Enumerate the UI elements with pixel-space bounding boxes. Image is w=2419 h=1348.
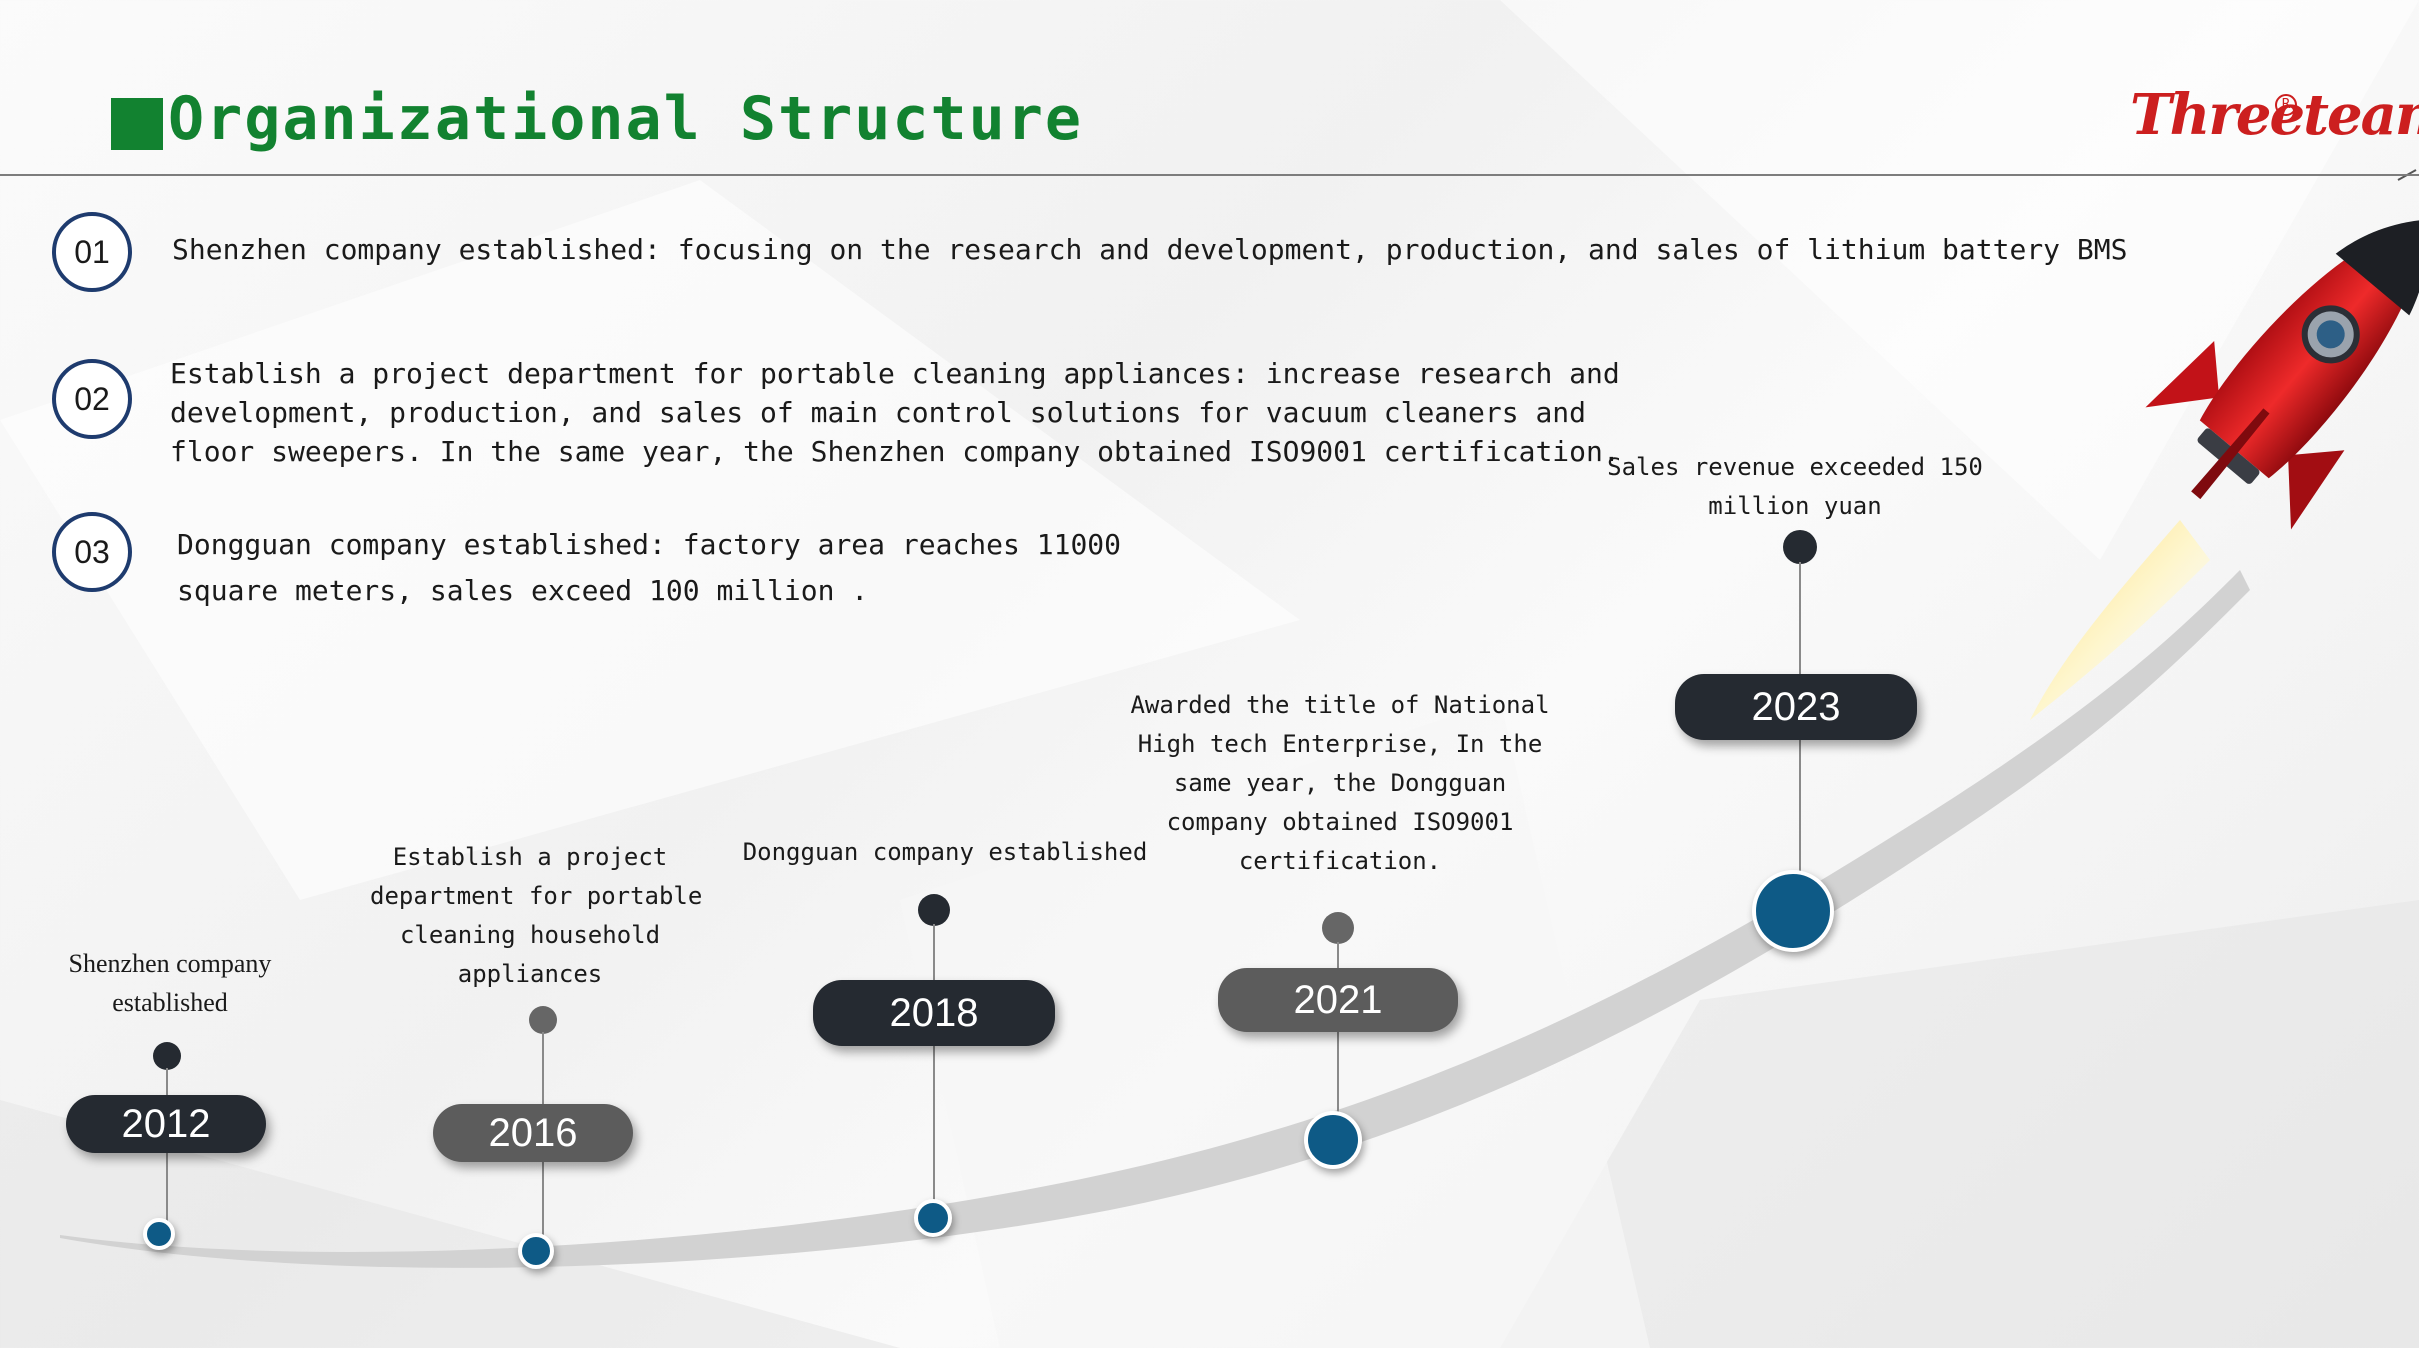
- year-pill-2023: 2023: [1675, 674, 1917, 740]
- year-pill-2021: 2021: [1218, 968, 1458, 1032]
- timeline-node-2018: [914, 1199, 952, 1237]
- timeline-stem-2018: [933, 924, 935, 1214]
- title-accent-block: [111, 98, 163, 150]
- timeline-caption-2016: Establish a project department for porta…: [370, 843, 703, 988]
- timeline-knob-2018: [918, 894, 950, 926]
- timeline-knob-2021: [1322, 912, 1354, 944]
- timeline-stem-2021: [1337, 942, 1339, 1122]
- timeline-knob-2016: [529, 1006, 557, 1034]
- milestone-number-01: 01: [52, 212, 132, 292]
- rocket-icon: [2030, 169, 2419, 720]
- timeline-node-2021: [1304, 1111, 1362, 1169]
- threeteam-logo: Threeteam: [2130, 82, 2419, 148]
- milestone-text-02: Establish a project department for porta…: [170, 357, 1620, 468]
- timeline-knob-2023: [1783, 530, 1817, 564]
- milestone-number-02: 02: [52, 359, 132, 439]
- timeline-caption-2023: Sales revenue exceeded 150 million yuan: [1607, 453, 1983, 520]
- timeline-caption-2018: Dongguan company established: [742, 838, 1148, 866]
- timeline-caption-2021: Awarded the title of National High tech …: [1130, 691, 1550, 875]
- page-title: Organizational Structure: [168, 84, 1083, 154]
- header-divider: [0, 174, 2419, 176]
- timeline-node-2012: [143, 1218, 175, 1250]
- year-pill-2018: 2018: [813, 980, 1055, 1046]
- milestone-text-03: Dongguan company established: factory ar…: [177, 528, 1122, 607]
- milestone-text-01: Shenzhen company established: focusing o…: [172, 233, 2128, 266]
- timeline-knob-2012: [153, 1042, 181, 1070]
- year-pill-2012: 2012: [66, 1095, 266, 1153]
- timeline-node-2016: [518, 1233, 554, 1269]
- timeline-caption-2012: Shenzhen company established: [68, 949, 272, 1017]
- milestone-number-03: 03: [52, 512, 132, 592]
- year-pill-2016: 2016: [433, 1104, 633, 1162]
- registered-mark-icon: R: [2275, 94, 2297, 116]
- timeline-node-2023: [1752, 870, 1834, 952]
